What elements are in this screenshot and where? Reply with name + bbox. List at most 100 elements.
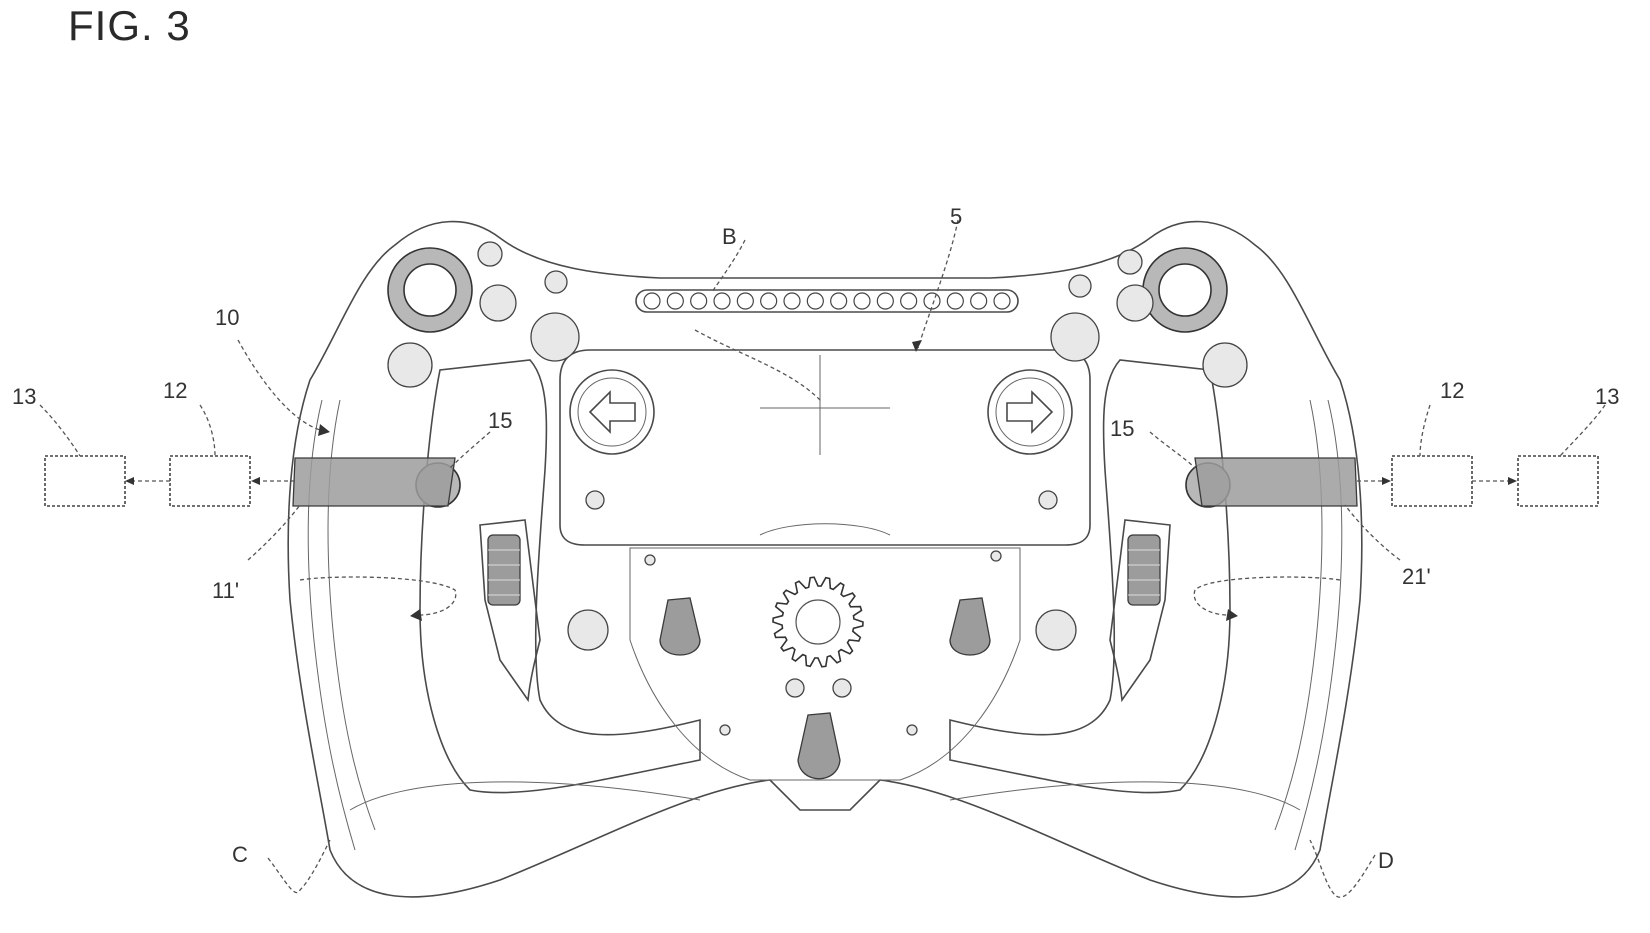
left-handle-band-11 (292, 457, 456, 507)
left-rotation-arrowhead (410, 609, 422, 621)
led-light (643, 292, 661, 310)
leader-10 (237, 339, 321, 431)
arrowhead-12-right (1382, 477, 1391, 485)
led-light (713, 292, 731, 310)
label-15-left: 15 (488, 408, 512, 433)
right-grip-opening (949, 359, 1231, 794)
leader-5 (917, 219, 959, 349)
led-light (666, 292, 684, 310)
right-rotary-knob-center (1158, 263, 1212, 317)
led-light (830, 292, 848, 310)
right-button-5 (1202, 342, 1248, 388)
right-small-button-1 (1117, 249, 1143, 275)
arrowhead-13-right (1508, 477, 1517, 485)
screw-lp-3 (719, 724, 731, 736)
left-small-button-3 (544, 270, 568, 294)
gear-screw-right (832, 678, 852, 698)
right-button-2 (1116, 284, 1154, 322)
leader-15-left (449, 431, 491, 469)
left-rotary-selector (659, 597, 701, 656)
box-13-left (44, 455, 126, 507)
led-light (923, 292, 941, 310)
leader-13-right (1559, 404, 1606, 457)
left-thumbwheel (479, 519, 541, 703)
label-15-right: 15 (1110, 416, 1134, 441)
leader-12-left (199, 404, 216, 457)
screw-lp-2 (990, 550, 1002, 562)
right-arrow-button (987, 369, 1073, 455)
led-light (900, 292, 918, 310)
label-10: 10 (215, 305, 239, 330)
screw-lp-1 (644, 554, 656, 566)
leader-d (1309, 839, 1376, 898)
label-13-right: 13 (1595, 384, 1619, 409)
led-light (970, 292, 988, 310)
lower-left-button (567, 609, 609, 651)
leader-15-right (1149, 431, 1196, 469)
left-button-4 (530, 312, 580, 362)
right-rotation-arrow (1193, 576, 1341, 616)
lower-right-button (1035, 609, 1077, 651)
screw-lp-4 (906, 724, 918, 736)
led-light (760, 292, 778, 310)
left-lower-grip (349, 781, 701, 811)
led-bar (635, 289, 1019, 313)
leader-b (711, 239, 746, 293)
label-21p: 21' (1402, 564, 1431, 589)
box-12-left (169, 455, 251, 507)
center-gear-icon (772, 576, 864, 668)
label-12-left: 12 (163, 378, 187, 403)
label-d: D (1378, 848, 1394, 873)
led-light (783, 292, 801, 310)
left-button-5 (387, 342, 433, 388)
screw-right (1038, 490, 1058, 510)
leader-b-lower (694, 329, 821, 401)
right-thumbwheel (1109, 519, 1171, 703)
right-handle-band-21 (1194, 457, 1358, 507)
arrowhead-12-left (251, 477, 260, 485)
right-small-button-3 (1068, 274, 1092, 298)
right-rotation-arrowhead (1226, 609, 1238, 621)
label-b: B (722, 224, 737, 249)
led-light (736, 292, 754, 310)
arrowhead-5 (912, 340, 922, 352)
lower-panel (629, 547, 1021, 781)
leader-c (267, 839, 331, 894)
central-panel (559, 349, 1091, 546)
label-11p: 11' (212, 578, 239, 603)
label-13-left: 13 (12, 384, 36, 409)
led-light (993, 292, 1011, 310)
label-5: 5 (950, 204, 962, 229)
label-12-right: 12 (1440, 378, 1464, 403)
led-light (853, 292, 871, 310)
box-13-right (1517, 455, 1599, 507)
leader-13-left (39, 404, 81, 457)
gear-hub (795, 599, 841, 645)
left-arrow-icon (588, 390, 636, 434)
led-light (806, 292, 824, 310)
right-arrow-icon (1006, 390, 1054, 434)
led-light (876, 292, 894, 310)
left-rotation-arrow (299, 576, 457, 616)
label-c: C (232, 842, 248, 867)
top-panel-ridge (759, 523, 891, 536)
bottom-rotary-selector (797, 712, 841, 780)
left-grip-opening (419, 359, 701, 794)
left-rotary-knob-center (403, 263, 457, 317)
led-light (690, 292, 708, 310)
arrowhead-10 (318, 424, 330, 436)
right-lower-grip (949, 781, 1301, 811)
leader-11p (247, 504, 301, 561)
box-12-right (1391, 455, 1473, 507)
arrowhead-13-left (125, 477, 134, 485)
screw-left (585, 490, 605, 510)
left-button-2 (479, 284, 517, 322)
gear-screw-left (785, 678, 805, 698)
left-arrow-button (569, 369, 655, 455)
wheel-outline (287, 220, 1363, 898)
leader-21p (1344, 504, 1401, 561)
left-small-button-1 (477, 241, 503, 267)
figure-title: FIG. 3 (68, 2, 191, 49)
